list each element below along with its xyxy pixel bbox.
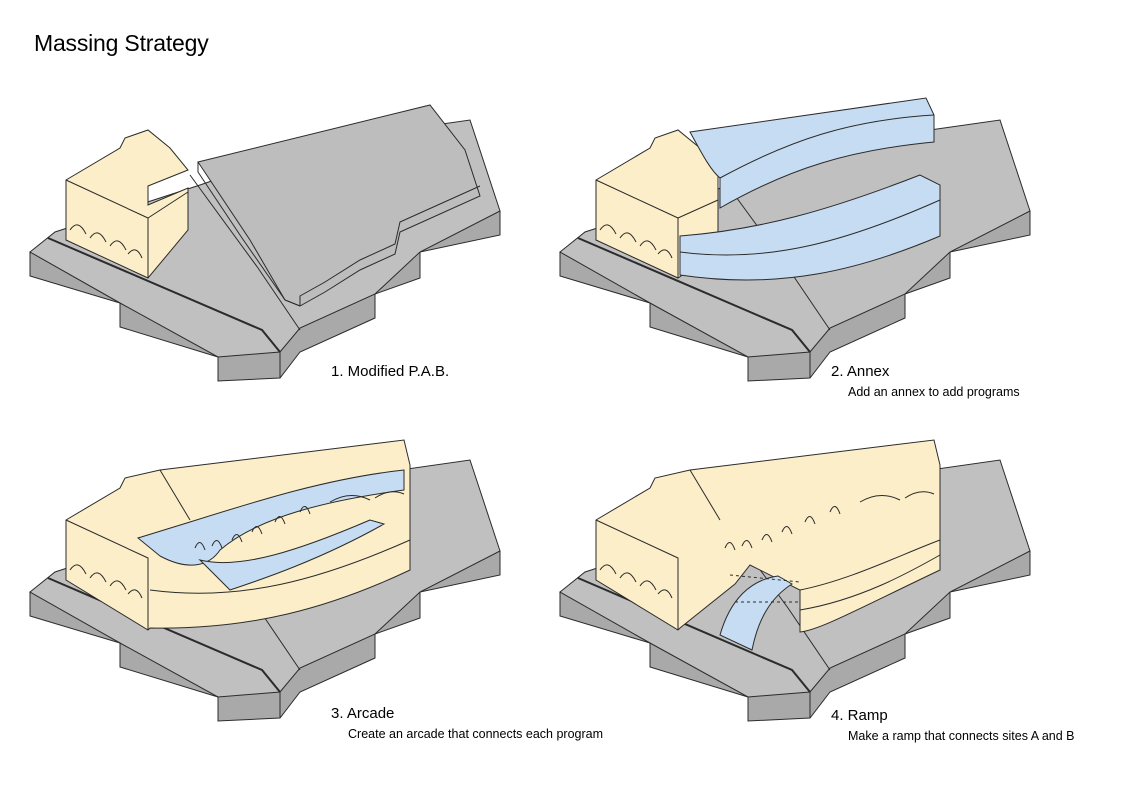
step-2-label: 2. Annex	[831, 363, 890, 380]
step-2-description: Add an annex to add programs	[848, 385, 1020, 399]
caption-step-3: 3. Arcade Create an arcade that connects…	[331, 705, 603, 741]
page-title: Massing Strategy	[34, 30, 209, 56]
caption-step-4: 4. Ramp Make a ramp that connects sites …	[831, 707, 1075, 743]
panel-3-arcade	[29, 439, 501, 722]
panel-4-ramp	[559, 439, 1031, 722]
step-3-label: 3. Arcade	[331, 705, 395, 722]
caption-step-2: 2. Annex Add an annex to add programs	[831, 363, 1020, 399]
step-4-description: Make a ramp that connects sites A and B	[848, 729, 1075, 743]
step-4-label: 4. Ramp	[831, 707, 888, 724]
panel-1-modified-pab	[29, 104, 501, 382]
caption-step-1: 1. Modified P.A.B.	[331, 363, 449, 380]
panel-2-annex	[559, 97, 1031, 382]
step-3-description: Create an arcade that connects each prog…	[348, 727, 604, 741]
step-1-label: 1. Modified P.A.B.	[331, 363, 450, 380]
